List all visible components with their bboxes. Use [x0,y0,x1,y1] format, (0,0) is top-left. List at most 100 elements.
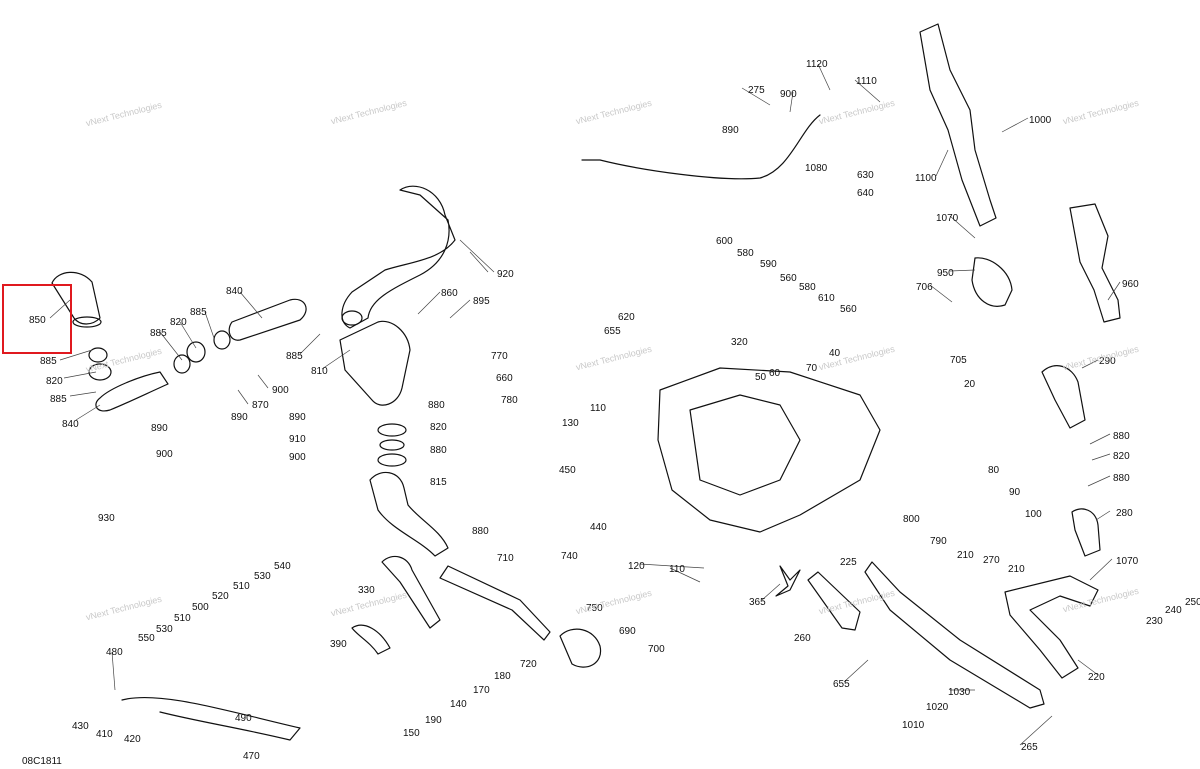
leader-line [299,333,321,355]
leader-line [59,349,93,361]
leader-line [237,389,249,405]
callout-60: 60 [769,368,781,379]
callout-880: 880 [428,400,445,411]
callout-110: 110 [669,564,685,575]
plenum-810 [339,320,411,406]
callout-885: 885 [40,356,57,367]
callout-260: 260 [794,633,811,644]
callout-1100: 1100 [915,173,937,184]
callout-890: 890 [722,125,739,136]
callout-885: 885 [190,307,207,318]
leader-line [1089,433,1111,445]
hose-290 [1041,365,1086,429]
callout-320: 320 [731,337,748,348]
callout-900: 900 [156,449,173,460]
callout-900: 900 [272,385,289,396]
engine-block [657,367,881,533]
callout-90: 90 [1009,487,1021,498]
leader-line [1019,715,1053,746]
callout-510: 510 [233,581,250,592]
part-390 [351,624,391,655]
callout-560: 560 [780,273,797,284]
leader-line [1107,281,1121,301]
callout-885: 885 [286,351,303,362]
callout-880: 880 [430,445,447,456]
callout-895: 895 [473,296,490,307]
callout-700: 700 [648,644,665,655]
cable-470 [121,696,301,741]
leader-line [321,349,351,370]
leader-line [761,583,781,601]
callout-610: 610 [818,293,835,304]
callout-1110: 1110 [856,76,877,87]
callout-1030: 1030 [948,687,971,698]
callout-430: 430 [72,721,89,732]
leader-line [1081,359,1099,369]
callout-150: 150 [403,728,420,739]
leader-line [69,391,97,397]
callout-820: 820 [430,422,447,433]
leader-line [204,311,215,339]
callout-100: 100 [1025,509,1042,520]
callout-655: 655 [604,326,621,337]
leader-line [1089,558,1113,581]
hose-690 [559,628,602,668]
callout-600: 600 [716,236,733,247]
leader-line [63,371,97,379]
callout-40: 40 [829,348,841,359]
clamp-820 [88,363,112,381]
clamp-885 [88,347,108,363]
callout-930: 930 [98,513,115,524]
leader-line [159,331,183,361]
callout-890: 890 [289,412,306,423]
diagram-code: 08C1811 [22,756,62,767]
callout-500: 500 [192,602,209,613]
callout-140: 140 [450,699,467,710]
callout-70: 70 [806,363,818,374]
callout-390: 390 [330,639,347,650]
callout-170: 170 [473,685,490,696]
leader-line [49,299,71,319]
callout-530: 530 [254,571,271,582]
callout-860: 860 [441,288,458,299]
leader-line [417,291,441,315]
callout-840: 840 [62,419,79,430]
callout-510: 510 [174,613,191,624]
callout-660: 660 [496,373,513,384]
callout-655: 655 [833,679,850,690]
callout-550: 550 [138,633,155,644]
hose-950 [971,257,1013,307]
part-260 [807,571,861,631]
callout-210: 210 [957,550,974,561]
callout-130: 130 [562,418,579,429]
callout-280: 280 [1116,508,1133,519]
tube-710 [439,565,551,641]
callout-420: 420 [124,734,141,745]
leader-line [257,374,269,389]
leader-line [639,563,705,569]
callout-1010: 1010 [902,720,925,731]
callout-20: 20 [964,379,976,390]
callout-800: 800 [903,514,920,525]
callout-900: 900 [289,452,306,463]
callout-520: 520 [212,591,229,602]
part-850-elbow [51,271,101,325]
callout-710: 710 [497,553,514,564]
callout-275: 275 [748,85,765,96]
callout-640: 640 [857,188,874,199]
duct-920 [341,185,456,329]
highlight-box-850 [2,284,72,354]
hose-280 [1071,508,1101,557]
duct-220 [1004,575,1099,679]
callout-440: 440 [590,522,607,533]
callout-50: 50 [755,372,767,383]
leader-line [935,149,949,177]
callout-120: 120 [628,561,645,572]
callout-885: 885 [50,394,67,405]
leader-line [1077,659,1099,676]
leader-line [789,91,794,113]
callout-410: 410 [96,729,113,740]
callout-910: 910 [289,434,306,445]
callout-620: 620 [618,312,635,323]
